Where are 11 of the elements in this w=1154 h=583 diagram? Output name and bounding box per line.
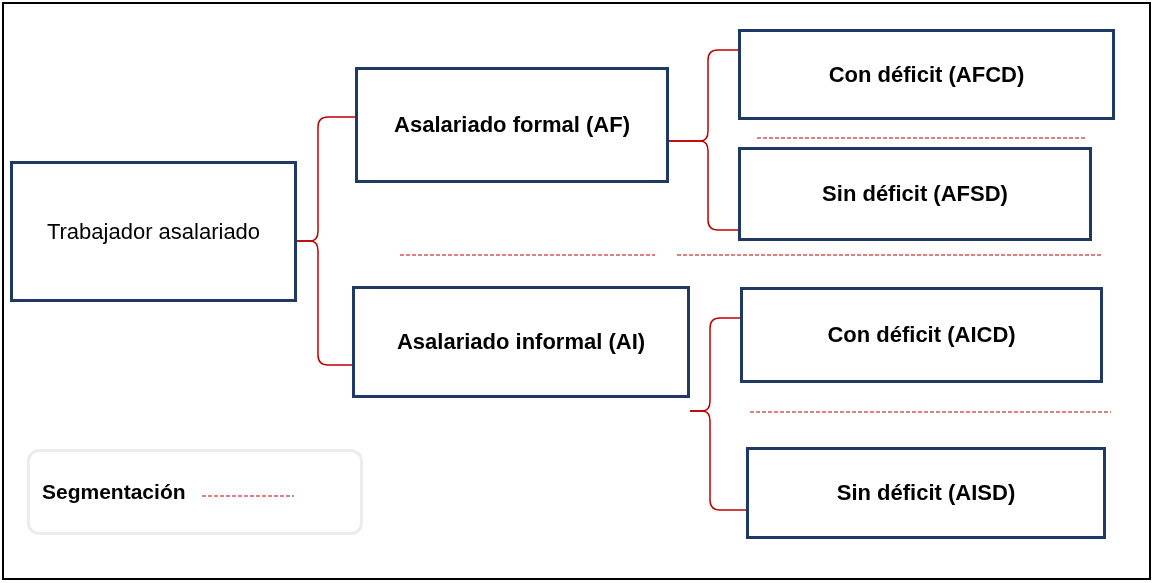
category-box: Asalariado formal (AF): [355, 67, 669, 183]
brace-connector: [668, 140, 739, 231]
category-box: Sin déficit (AFSD): [738, 147, 1092, 241]
brace-connector: [689, 410, 747, 511]
category-box: Con déficit (AFCD): [738, 29, 1115, 120]
category-box: Con déficit (AICD): [740, 287, 1103, 383]
category-box: Sin déficit (AISD): [746, 447, 1106, 539]
legend-text: Segmentación: [42, 479, 186, 506]
category-box: Trabajador asalariado: [10, 161, 297, 302]
brace-connector: [296, 240, 353, 366]
category-box: Asalariado informal (AI): [352, 286, 690, 398]
